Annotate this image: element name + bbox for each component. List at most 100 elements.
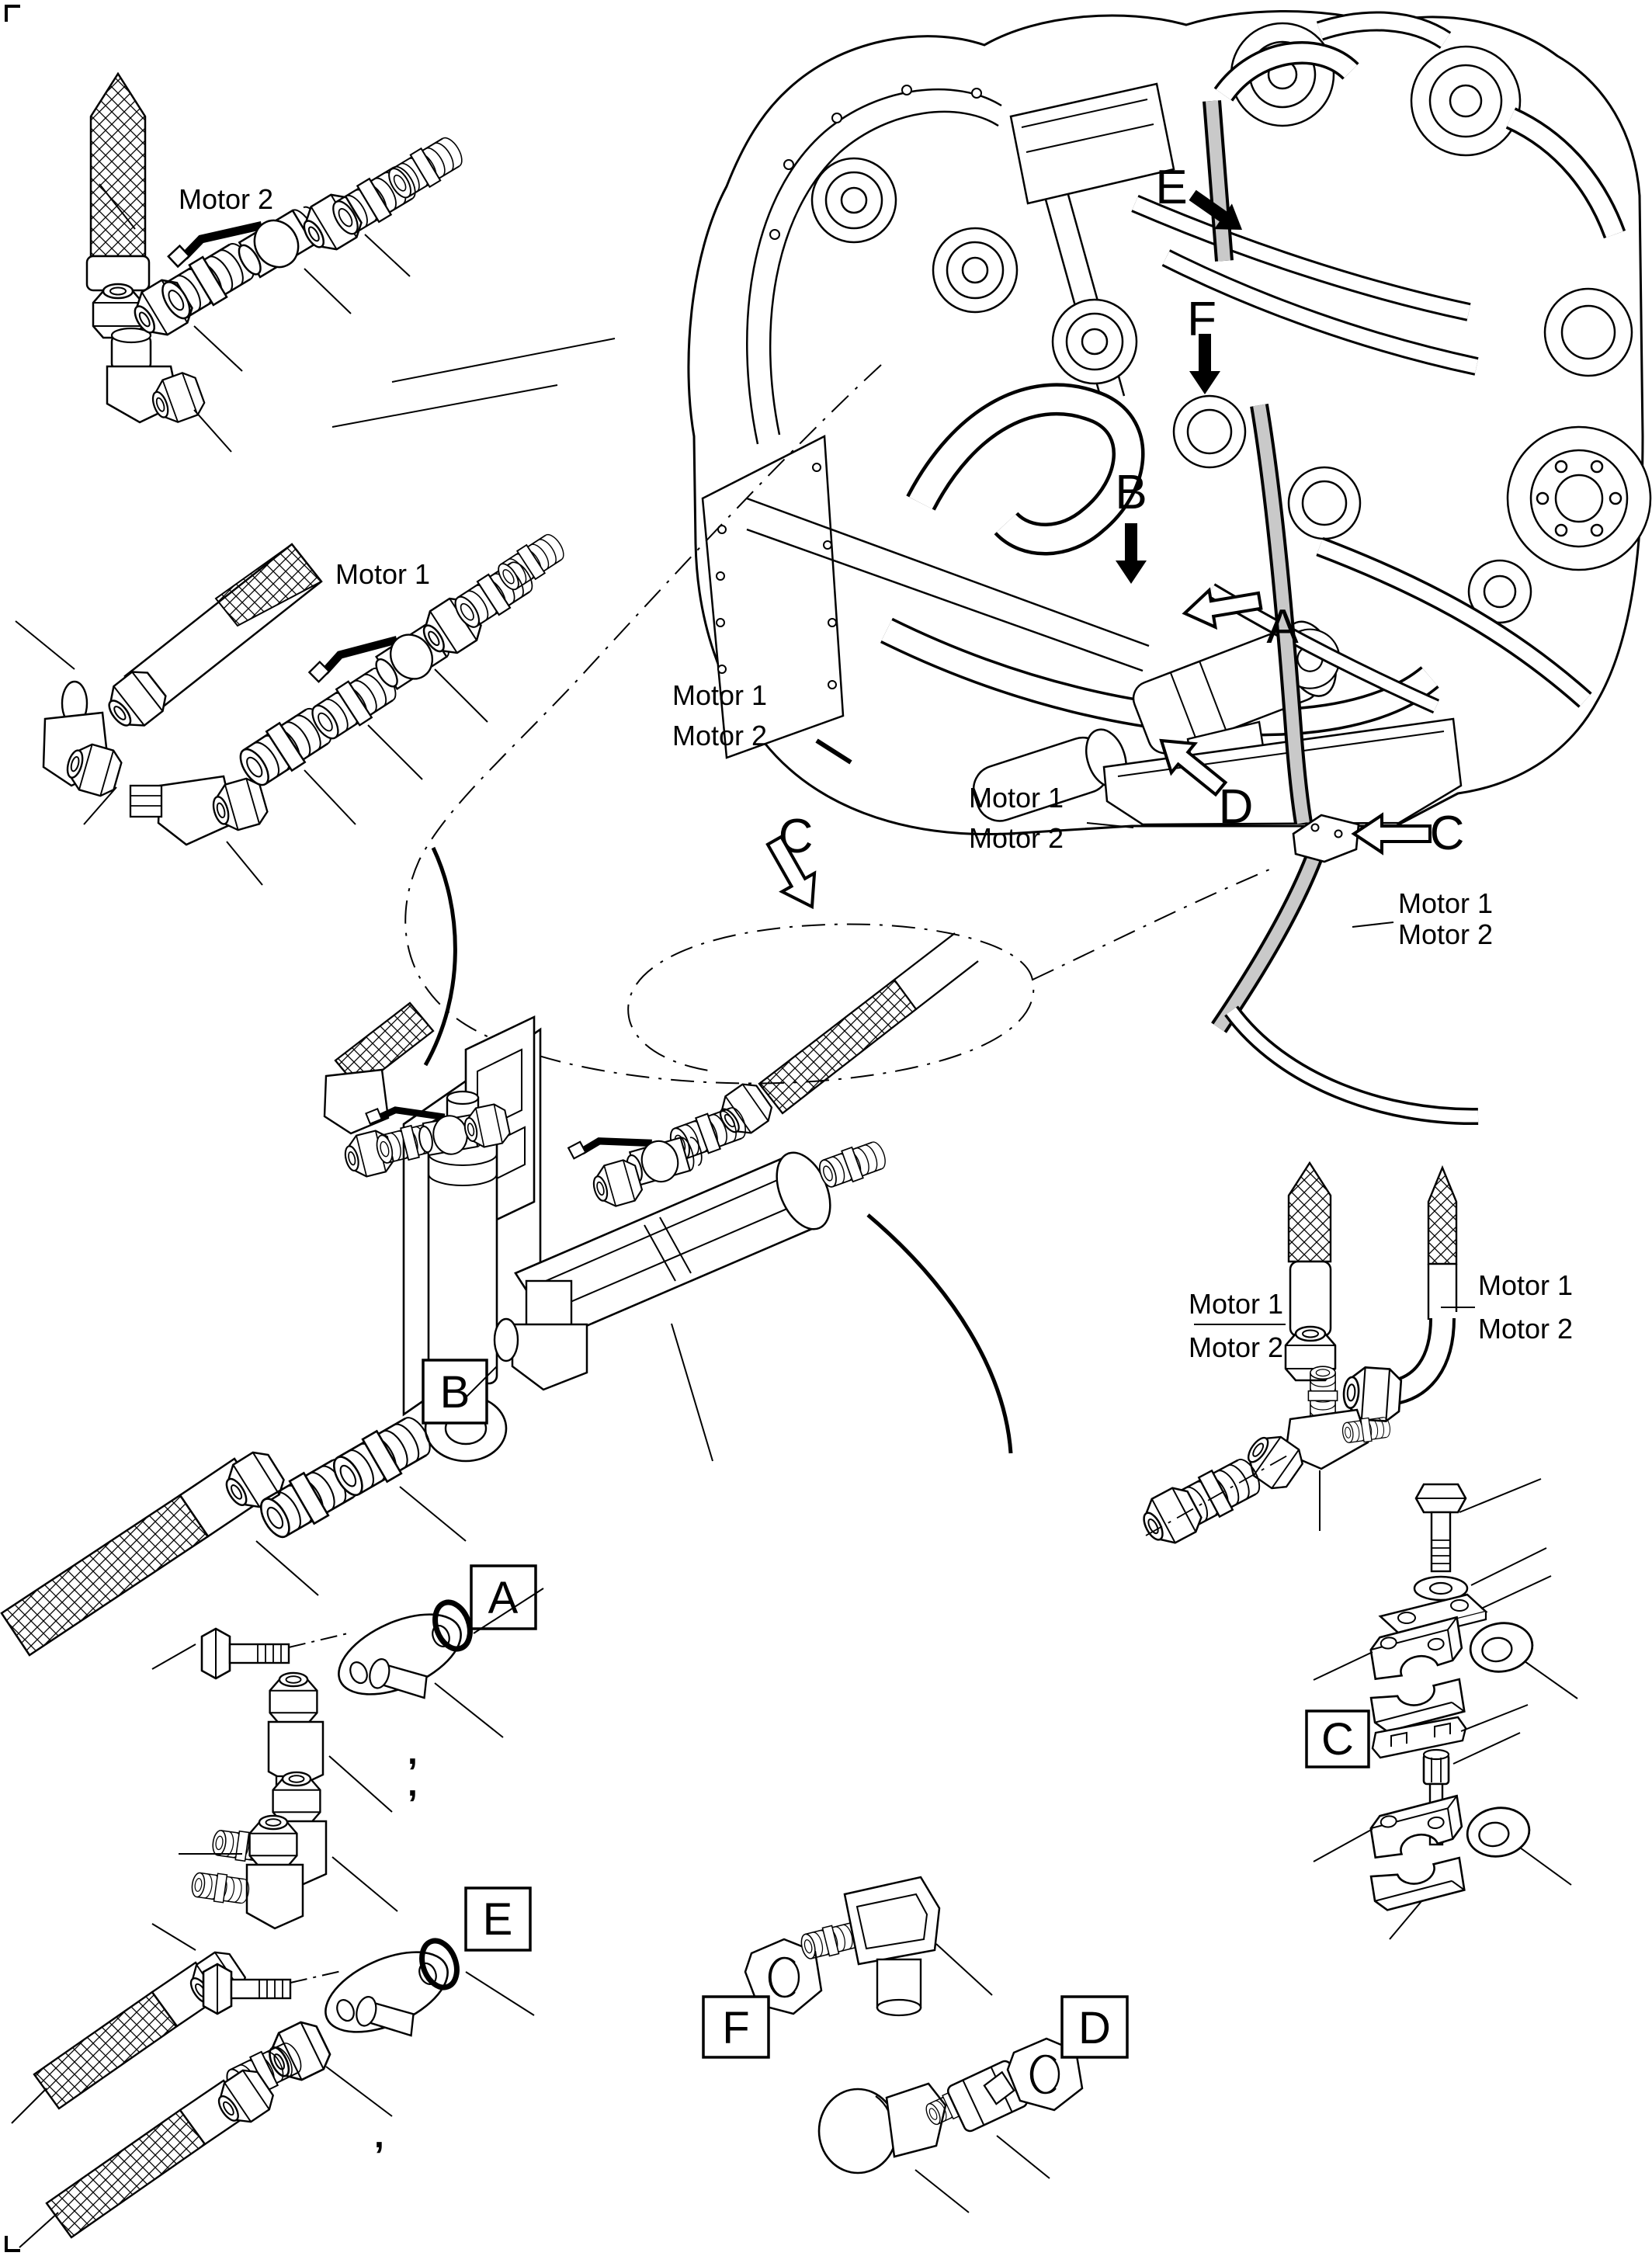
male-connector	[382, 131, 469, 204]
hex-bolt	[1414, 1483, 1467, 1573]
damper-pulley	[1467, 287, 1633, 624]
route-motor1-label: Motor 1	[672, 679, 767, 711]
hose-left-motor1-label: Motor 1	[1189, 1288, 1283, 1320]
motor2-label: Motor 2	[179, 183, 273, 215]
braided-hose-2	[45, 2108, 206, 2239]
shroud-bolt-holes	[769, 85, 982, 240]
tick-mark	[815, 738, 852, 765]
detail-box-a	[470, 1564, 537, 1630]
callout-c-letter: C	[1430, 807, 1465, 860]
route-right-motor1-label: Motor 1	[969, 782, 1064, 814]
elbow-fitting	[179, 1814, 304, 1930]
engine-silhouette	[687, 9, 1644, 836]
hose-clamp-block	[1292, 814, 1360, 863]
motor1-fitting-chain: Motor 1	[15, 338, 616, 886]
hose-routing-path: C	[404, 364, 1274, 1454]
detail-f-group: F	[702, 1876, 993, 2059]
weld-plate	[1371, 1716, 1467, 1759]
detail-box-c-letter: C	[1321, 1714, 1354, 1765]
flange-adapter	[325, 1597, 481, 1727]
detail-box-c	[1305, 1709, 1370, 1768]
motor-labels: Motor 1 Motor 2 Motor 1 Motor 2 Motor 1 …	[672, 679, 1493, 950]
motor-hoses-right: Motor 1 Motor 2 Motor 1 Motor 2	[1134, 1161, 1573, 1553]
hose-right-motor2-label: Motor 2	[1478, 1313, 1573, 1345]
tee-fitting	[1238, 1366, 1392, 1496]
callout-b: B	[1115, 466, 1147, 584]
detail-box-f-letter: F	[722, 2003, 749, 2053]
leader-lines	[255, 1366, 498, 1596]
left-inlet-elbow	[323, 1068, 390, 1135]
detail-d-group: D	[817, 1995, 1129, 2213]
turbocharger-right	[1410, 45, 1522, 157]
detail-box-f	[702, 1995, 770, 2059]
braided-hose	[89, 71, 147, 258]
highlighted-hose-route	[1203, 100, 1479, 1126]
air-starter-unit	[1132, 620, 1341, 755]
leader-lines	[151, 1588, 544, 1912]
leader-line	[671, 1323, 713, 1462]
corner-marks	[5, 5, 20, 2252]
braided-hose-right	[1427, 1164, 1458, 1265]
motor1-label: Motor 1	[335, 558, 430, 590]
detail-box-e	[464, 1886, 532, 1952]
detail-box-e-letter: E	[483, 1894, 513, 1945]
hose-left-motor2-label: Motor 2	[1189, 1331, 1283, 1363]
engine-callouts: E F B A D C	[1115, 161, 1464, 860]
leader-lines	[914, 2135, 1050, 2213]
flywheel	[1506, 425, 1652, 571]
braided-hose-right	[758, 978, 918, 1115]
callout-f: F	[1187, 293, 1220, 394]
detail-box-d	[1060, 1995, 1129, 2059]
clamp-lower-half-2	[1369, 1856, 1467, 1913]
leader-lines	[99, 183, 411, 453]
detail-e-group: E ,	[11, 1814, 535, 2248]
cooler-pump-assembly	[323, 932, 979, 1463]
leader-line	[935, 1943, 993, 1996]
hose-right-motor1-label: Motor 1	[1478, 1269, 1573, 1301]
detail-c-group: C	[1305, 1478, 1578, 1940]
male-connector	[492, 529, 570, 595]
comma: ,	[408, 1763, 418, 1803]
route-right-motor2-label: Motor 2	[969, 822, 1064, 854]
dash-dot-route-2	[1032, 867, 1274, 980]
swoosh-curve-left	[423, 846, 457, 1067]
detail-b-group: B	[0, 1279, 588, 1657]
callout-e: E	[1155, 161, 1251, 243]
horizontal-pump	[514, 1151, 831, 1340]
elbow-fitting	[42, 680, 125, 800]
braided-hose	[0, 1494, 210, 1657]
hose-grommet	[1466, 1617, 1538, 1678]
leader-lines	[15, 338, 616, 886]
valve-cover-rings	[810, 157, 1362, 540]
sealing-washer	[744, 1938, 823, 2015]
flange-adapter	[312, 1935, 468, 2065]
dash-dot-route	[404, 364, 1035, 1085]
callout-b-letter: B	[1115, 466, 1147, 519]
oil-pan	[1102, 717, 1463, 826]
swoosh-curve-right	[866, 1213, 1013, 1454]
engine-right-motor1-label: Motor 1	[1398, 887, 1493, 919]
engine-illustration	[687, 9, 1652, 836]
callout-e-letter: E	[1155, 161, 1187, 214]
braided-hose-left	[334, 1001, 435, 1090]
comma: ,	[408, 1731, 418, 1772]
braided-hose-1	[33, 1990, 179, 2110]
callout-c: C	[1352, 807, 1465, 860]
engine-right-motor2-label: Motor 2	[1398, 918, 1493, 950]
hex-bolt	[202, 1963, 292, 2015]
comma: ,	[374, 2115, 384, 2155]
callout-d-letter: D	[1219, 780, 1254, 834]
tube-nut	[946, 2060, 1029, 2133]
elbow-fitting-2	[129, 774, 271, 846]
hex-bolt	[200, 1627, 290, 1680]
callout-a: A	[1180, 581, 1299, 654]
plug	[817, 2082, 982, 2174]
detail-box-a-letter: A	[488, 1573, 519, 1623]
detail-a-group: A , ,	[151, 1564, 544, 1912]
braided-hose-left	[1287, 1161, 1332, 1263]
detail-box-d-letter: D	[1078, 2003, 1111, 2053]
callout-a-letter: A	[1266, 600, 1299, 654]
straight-adapter	[325, 1409, 439, 1504]
